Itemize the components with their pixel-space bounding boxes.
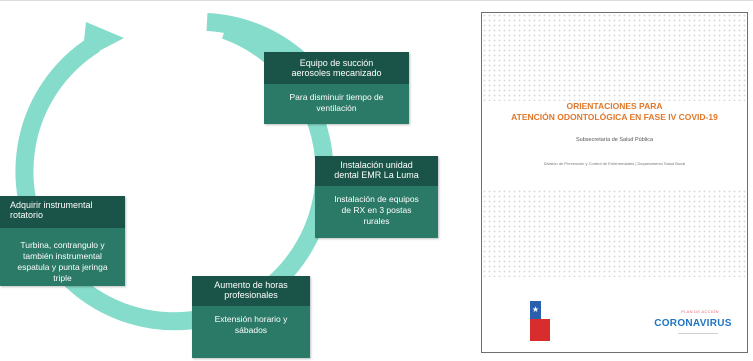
card-detail: Instalación de equipos de RX en 3 postas… [315, 186, 438, 238]
card-detail: Turbina, contrangulo y también instrumen… [0, 228, 125, 286]
card-suction-equipment: Equipo de succión aerosoles mecanizado P… [264, 52, 409, 124]
card-heading: Instalación unidad dental EMR La Luma [315, 156, 438, 186]
card-heading: Aumento de horas profesionales [192, 276, 310, 306]
top-divider [0, 0, 753, 1]
card-heading: Equipo de succión aerosoles mecanizado [264, 52, 409, 84]
card-detail: Para disminuir tiempo de ventilación [264, 84, 409, 124]
cycle-arrowhead [82, 22, 124, 60]
card-dental-unit: Instalación unidad dental EMR La Luma In… [315, 156, 438, 238]
brand-caption: PLAN DE ACCIÓN [681, 309, 719, 314]
card-detail: Extensión horario y sábados [192, 306, 310, 358]
dot-pattern-top [482, 13, 747, 101]
card-professional-hours: Aumento de horas profesionales Extensión… [192, 276, 310, 358]
brand-underline [678, 333, 718, 334]
document-subtitle: Subsecretaría de Salud Pública [575, 137, 654, 143]
coronavirus-logo-text: CORONAVIRUS [654, 318, 732, 329]
document-title: ORIENTACIONES PARA ATENCIÓN ODONTOLÓGICA… [511, 101, 718, 122]
dot-pattern-bottom [482, 189, 747, 277]
card-rotary-instruments: Adquirir instrumental rotatorio Turbina,… [0, 196, 125, 286]
document-division-note: División de Prevención y Control de Enfe… [543, 161, 686, 166]
chile-government-logo: ★ [530, 301, 550, 341]
card-heading: Adquirir instrumental rotatorio [0, 196, 125, 228]
document-cover: ORIENTACIONES PARA ATENCIÓN ODONTOLÓGICA… [481, 12, 748, 353]
